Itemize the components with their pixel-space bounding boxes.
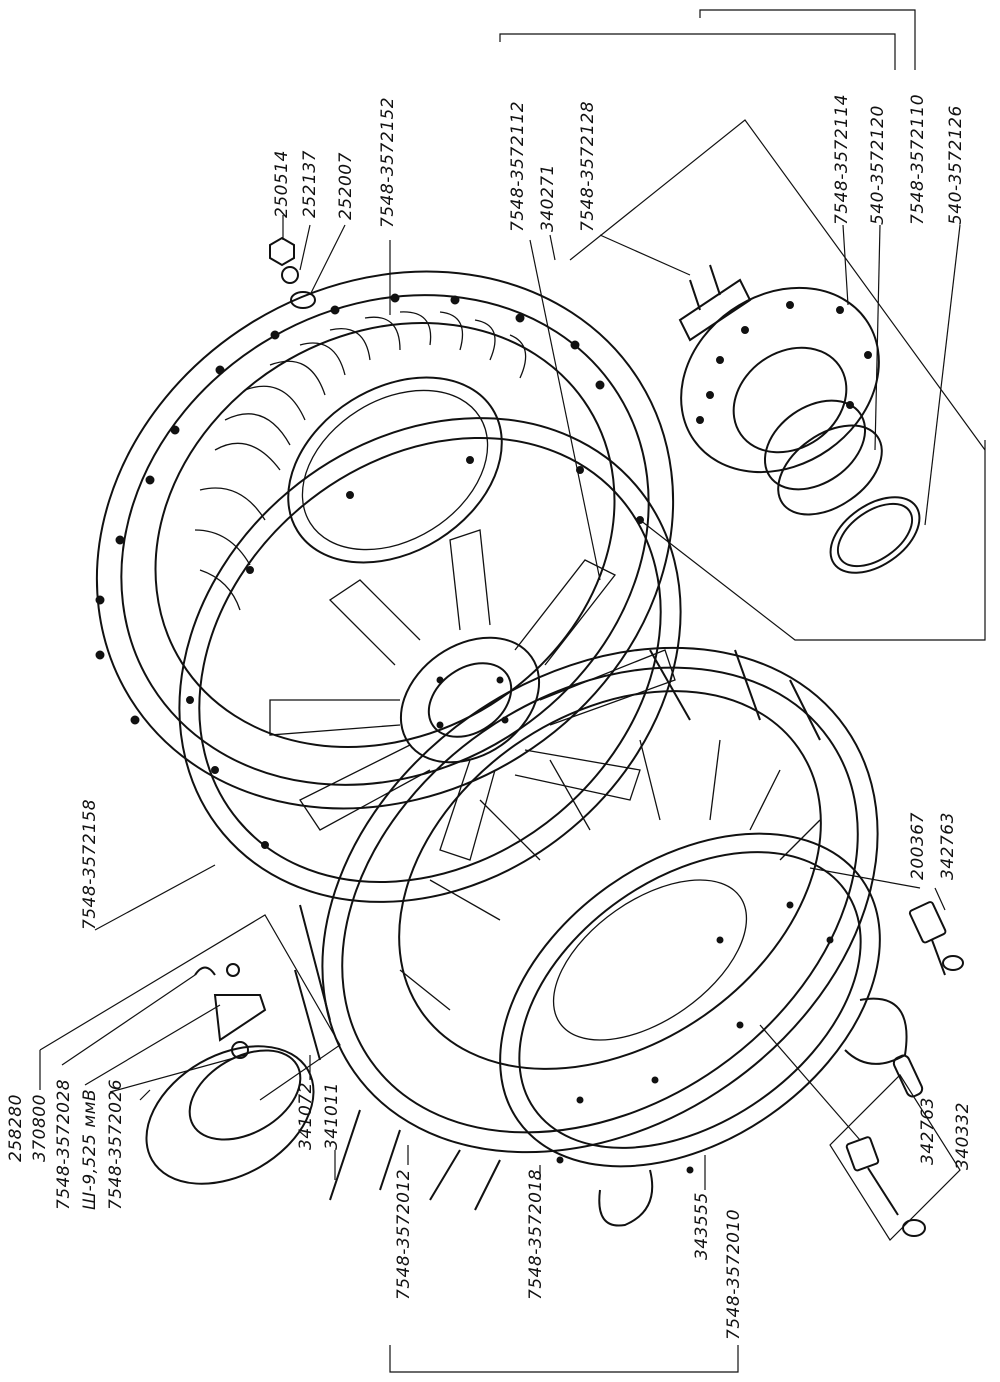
main-housing bbox=[294, 646, 879, 1211]
label-343555: 343555 bbox=[692, 1192, 712, 1260]
label-7548-3572010: 7548-3572010 bbox=[724, 1208, 744, 1340]
label-7548-3572110: 7548-3572110 bbox=[908, 93, 928, 225]
label-7548-3572028: 7548-3572028 bbox=[54, 1078, 74, 1210]
label-7548-3572158: 7548-3572158 bbox=[80, 798, 100, 930]
label-7548-3572114: 7548-3572114 bbox=[832, 93, 852, 225]
label-7548-3572018: 7548-3572018 bbox=[526, 1168, 546, 1300]
label-252137: 252137 bbox=[300, 150, 320, 218]
hub-assembly bbox=[678, 264, 921, 574]
cover-plate bbox=[499, 832, 908, 1227]
leader-lines bbox=[39, 9, 986, 1373]
label-540-3572120: 540-3572120 bbox=[868, 105, 888, 225]
bolt-right bbox=[908, 901, 964, 976]
label-200367: 200367 bbox=[908, 812, 928, 880]
label-341011: 341011 bbox=[322, 1082, 342, 1150]
label-250514: 250514 bbox=[272, 150, 292, 218]
label-370800: 370800 bbox=[30, 1094, 50, 1162]
impeller-housing bbox=[95, 270, 675, 810]
label-252007: 252007 bbox=[336, 152, 356, 220]
label-340332: 340332 bbox=[953, 1102, 973, 1170]
label-540-3572126: 540-3572126 bbox=[946, 105, 966, 225]
nut-washers bbox=[269, 236, 316, 309]
label-III-9525-mm: Ш-9,525 ммВ bbox=[80, 1088, 100, 1210]
label-7548-3572128: 7548-3572128 bbox=[578, 100, 598, 232]
label-340271: 340271 bbox=[538, 164, 558, 232]
label-341072: 341072 bbox=[296, 1082, 316, 1150]
label-342763-lower: 342763 bbox=[918, 1097, 938, 1165]
label-7548-3572012: 7548-3572012 bbox=[394, 1168, 414, 1300]
turbine-wheel bbox=[269, 529, 676, 861]
label-7548-3572026: 7548-3572026 bbox=[106, 1078, 126, 1210]
bolt-lower bbox=[845, 1054, 926, 1237]
label-7548-3572112: 7548-3572112 bbox=[508, 100, 528, 232]
label-258280: 258280 bbox=[6, 1094, 26, 1162]
gasket-ring bbox=[178, 417, 682, 903]
label-7548-3572152: 7548-3572152 bbox=[378, 96, 398, 228]
label-342763-right: 342763 bbox=[938, 812, 958, 880]
seal-and-pins bbox=[145, 963, 315, 1185]
